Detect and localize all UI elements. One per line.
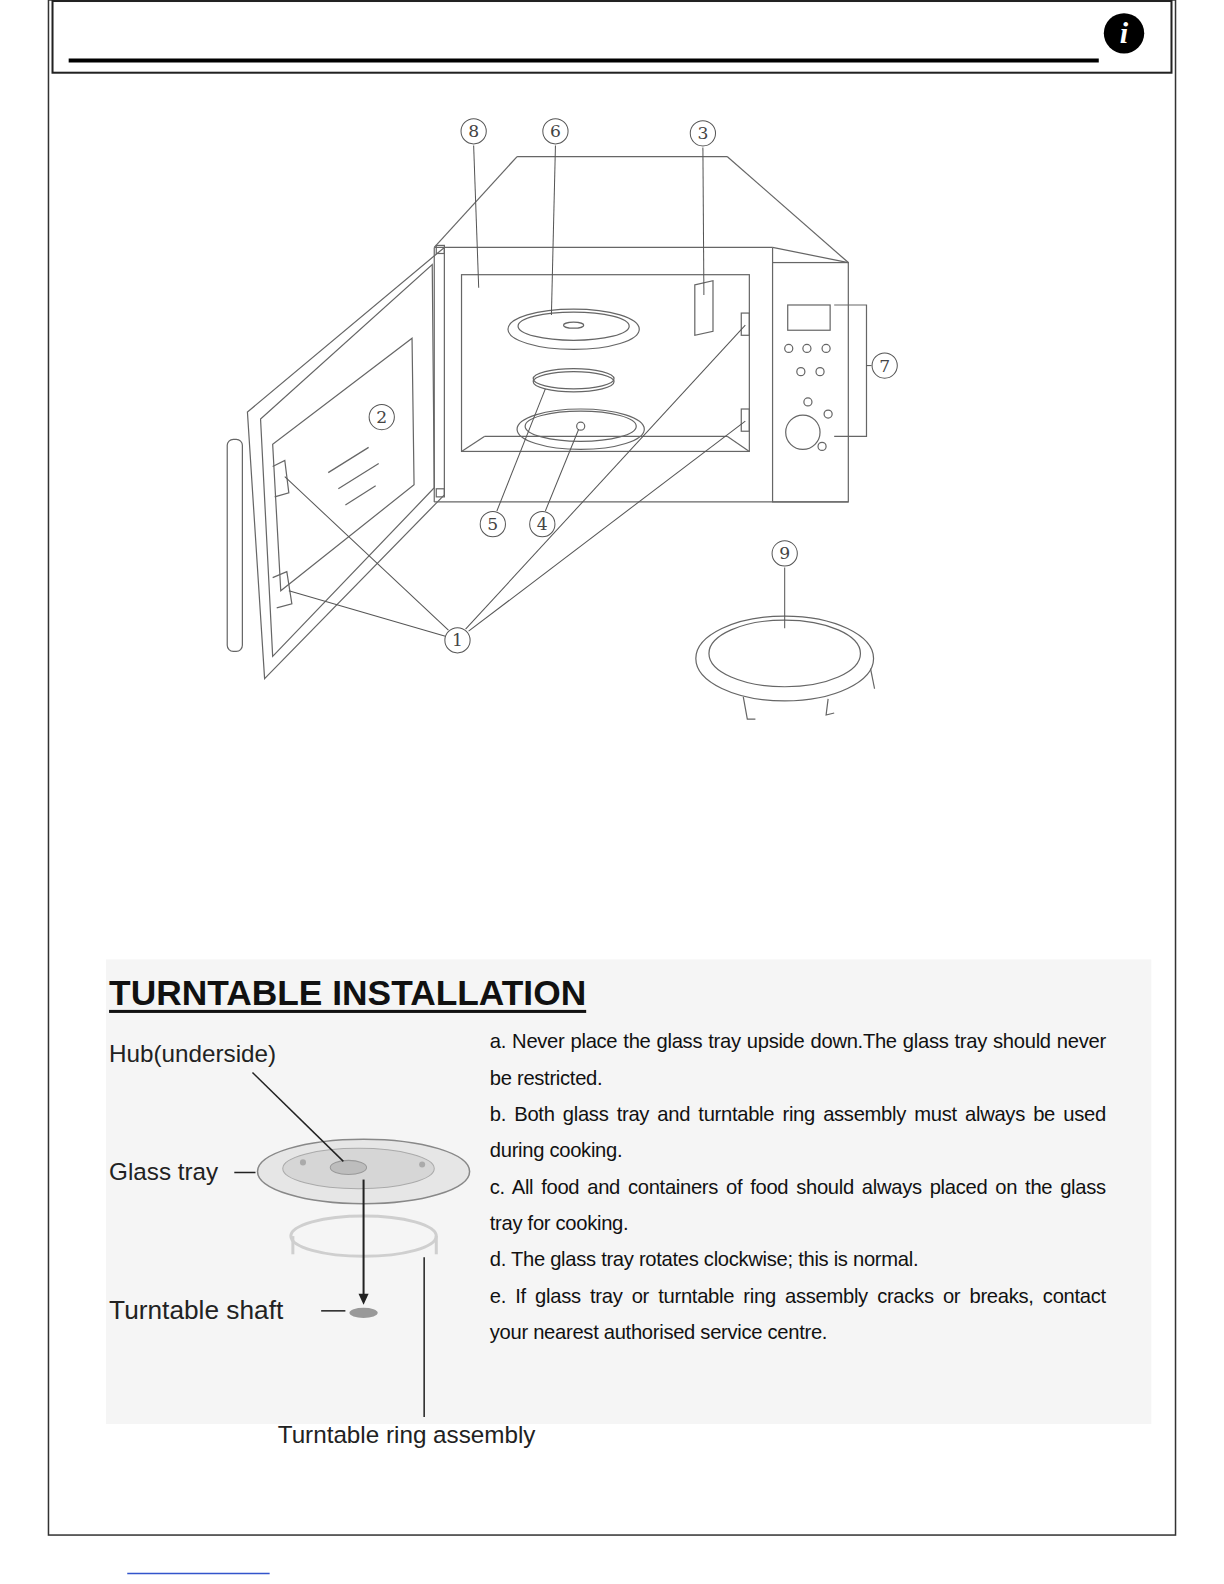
section-heading: TURNTABLE INSTALLATION xyxy=(109,973,586,1013)
callout-number: 9 xyxy=(779,545,790,562)
callout-circle: 8 xyxy=(461,118,487,144)
part-label: Hub(underside) xyxy=(109,1040,276,1069)
part-label: Turntable shaft xyxy=(109,1295,283,1326)
callout-number: 3 xyxy=(697,125,708,142)
callout-number: 7 xyxy=(879,357,890,374)
instruction-item: b. Both glass tray and turntable ring as… xyxy=(490,1096,1106,1169)
icon-letter: i xyxy=(1120,18,1128,48)
callout-circle: 1 xyxy=(444,627,470,653)
callout-number: 8 xyxy=(468,123,479,140)
callout-number: 6 xyxy=(550,123,561,140)
callout-number: 5 xyxy=(487,516,498,533)
instruction-item: c. All food and containers of food shoul… xyxy=(490,1168,1106,1241)
callout-number: 2 xyxy=(376,409,387,426)
part-label: Turntable ring assembly xyxy=(278,1421,536,1450)
instruction-item: a. Never place the glass tray upside dow… xyxy=(490,1023,1106,1096)
part-label: Glass tray xyxy=(109,1157,218,1186)
instruction-item: d. The glass tray rotates clockwise; thi… xyxy=(490,1241,1106,1277)
callout-circle: 3 xyxy=(690,120,716,146)
instruction-item: e. If glass tray or turntable ring assem… xyxy=(490,1278,1106,1351)
callout-circle: 4 xyxy=(529,511,555,537)
callout-circle: 6 xyxy=(542,118,568,144)
info-icon: i xyxy=(1104,13,1144,53)
callout-circle: 5 xyxy=(480,511,506,537)
instruction-list: a. Never place the glass tray upside dow… xyxy=(490,1023,1106,1350)
callout-number: 4 xyxy=(537,516,548,533)
callout-circle: 2 xyxy=(369,404,395,430)
callout-number: 1 xyxy=(452,632,463,649)
callout-circle: 7 xyxy=(872,352,898,378)
callout-circle: 9 xyxy=(772,540,798,566)
